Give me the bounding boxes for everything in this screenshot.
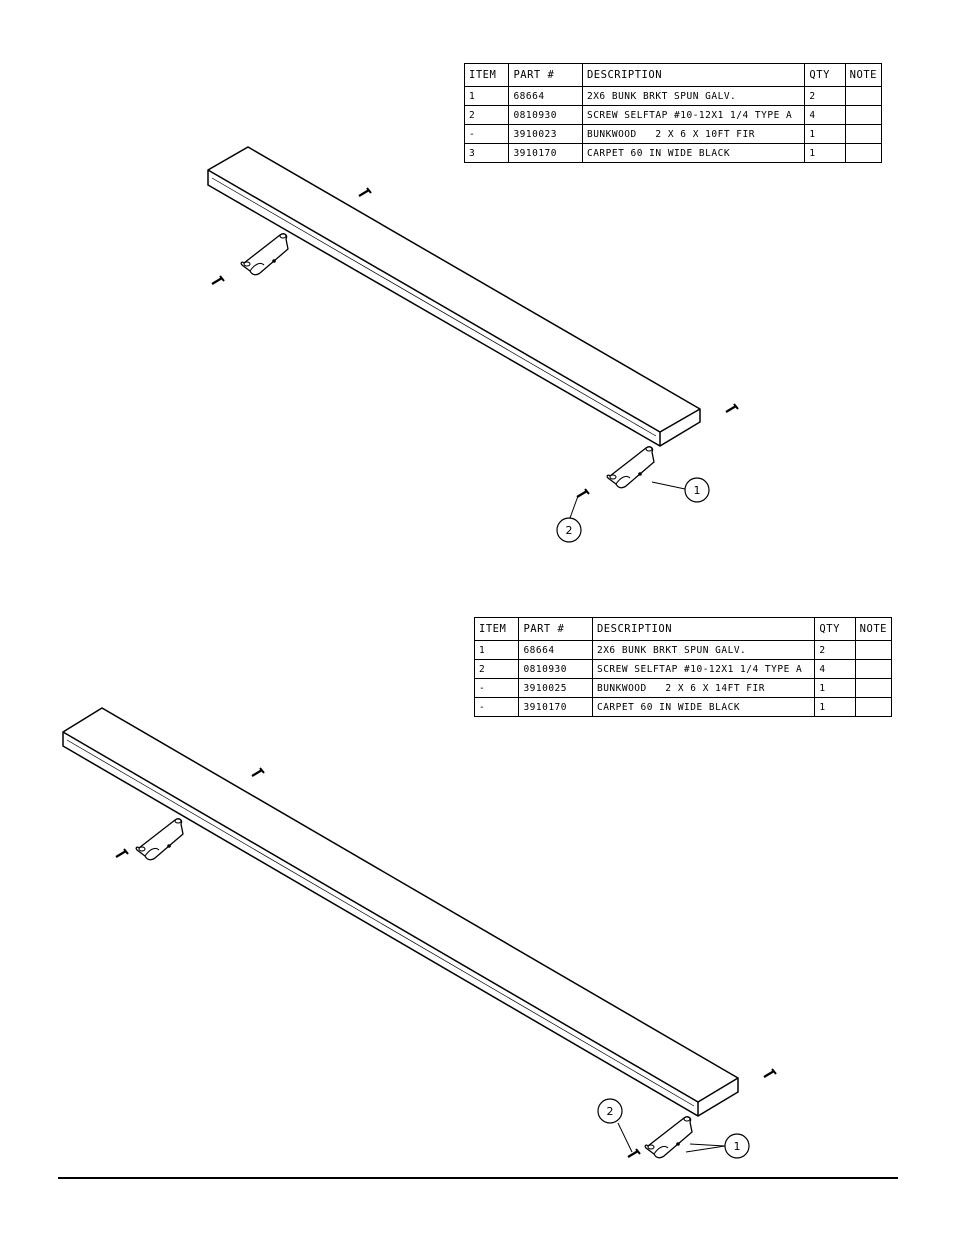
bom-table-10ft: ITEM PART # DESCRIPTION QTY NOTE 1 68664… <box>463 63 883 163</box>
screw-icon <box>575 487 591 499</box>
bom-item: 2 <box>463 105 510 125</box>
bunk-board-10ft <box>207 146 701 447</box>
callout-label: 2 <box>607 1105 614 1118</box>
bom-description: CARPET 60 IN WIDE BLACK <box>581 143 806 163</box>
callout-label: 1 <box>734 1140 741 1153</box>
callout-leader <box>617 1122 633 1153</box>
screw-icon <box>357 186 373 198</box>
screw-icon <box>762 1067 778 1079</box>
screw-icon <box>210 274 226 286</box>
bom-header-part: PART # <box>508 63 583 87</box>
bom-header-item: ITEM <box>463 63 510 87</box>
bom-row: - 3910025 BUNKWOOD 2 X 6 X 14FT FIR 1 <box>473 678 893 698</box>
bom-header-row: ITEM PART # DESCRIPTION QTY NOTE <box>473 617 893 641</box>
bom-header-qty: QTY <box>804 63 846 87</box>
screw-icon <box>724 402 740 414</box>
bunk-board-14ft <box>62 707 739 1117</box>
callout-leader <box>689 1143 726 1147</box>
bom-row: 1 68664 2X6 BUNK BRKT SPUN GALV. 2 <box>463 86 883 106</box>
bom-note <box>854 697 893 717</box>
bom-row: 3 3910170 CARPET 60 IN WIDE BLACK 1 <box>463 143 883 163</box>
bunk-bracket-icon <box>644 1116 693 1159</box>
bom-row: - 3910170 CARPET 60 IN WIDE BLACK 1 <box>473 697 893 717</box>
bunk-bracket-icon <box>135 818 184 861</box>
bom-note <box>844 143 883 163</box>
bom-header-note: NOTE <box>854 617 893 641</box>
screw-icon <box>626 1147 642 1159</box>
callout-leader <box>651 481 686 490</box>
callout-balloon-1: 1 <box>684 477 710 503</box>
callout-balloon-2: 2 <box>556 517 582 543</box>
callout-balloon-1: 1 <box>724 1133 750 1159</box>
bunk-bracket-icon <box>606 446 655 489</box>
callout-balloon-2: 2 <box>597 1098 623 1124</box>
screw-icon <box>114 847 130 859</box>
bom-item: - <box>473 697 520 717</box>
bunk-bracket-icon <box>240 233 289 276</box>
page-footer-rule <box>58 1177 898 1179</box>
callout-label: 2 <box>566 524 573 537</box>
callout-leader <box>685 1145 726 1153</box>
bom-table-14ft: ITEM PART # DESCRIPTION QTY NOTE 1 68664… <box>473 617 893 717</box>
callout-leader <box>569 495 579 519</box>
bom-item: 3 <box>463 143 510 163</box>
screw-icon <box>250 766 266 778</box>
bom-qty: 1 <box>814 697 856 717</box>
callout-label: 1 <box>694 484 701 497</box>
bom-qty: 1 <box>804 143 846 163</box>
bom-header-description: DESCRIPTION <box>591 617 816 641</box>
